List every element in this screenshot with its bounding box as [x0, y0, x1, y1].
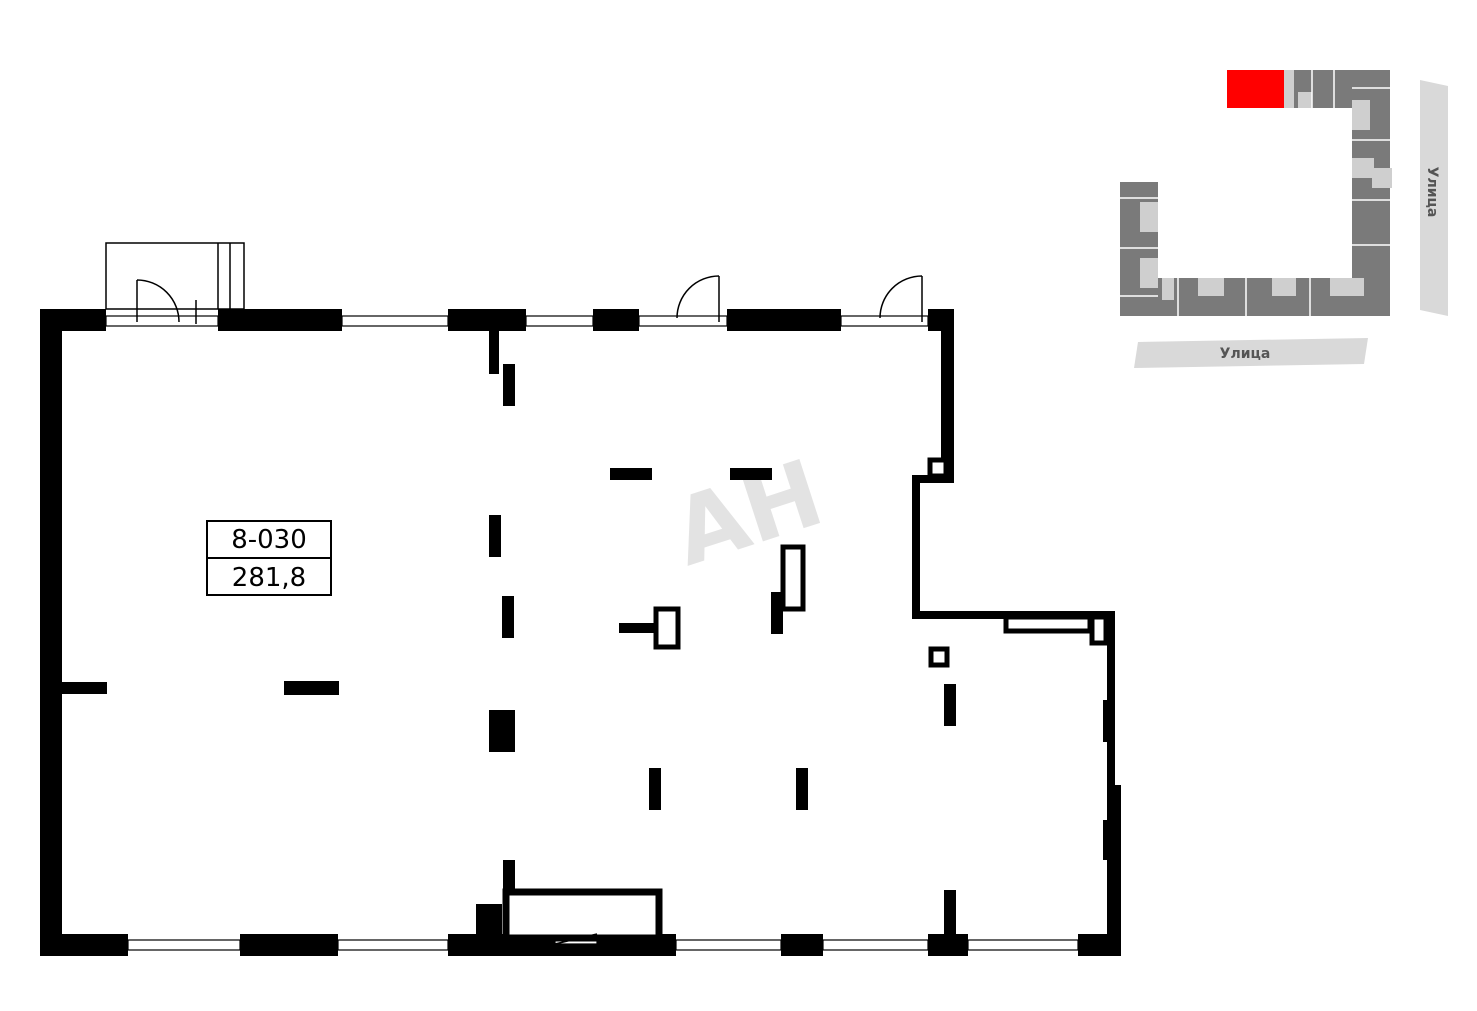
door-top-1 — [676, 275, 720, 322]
shafts — [653, 457, 1109, 668]
unit-area: 281,8 — [232, 563, 306, 593]
technical-room — [502, 888, 663, 945]
key-plan-highlighted-unit — [1227, 70, 1284, 108]
street-bottom — [1134, 338, 1368, 368]
street-right — [1420, 80, 1448, 316]
interior-walls — [62, 330, 956, 956]
watermark-logo: AH — [661, 439, 835, 587]
windows — [105, 315, 1079, 951]
unit-label: 8-030 281,8 — [206, 520, 332, 596]
street-bottom-label: Улица — [1220, 346, 1271, 362]
key-plan: Улица Улица — [1120, 70, 1448, 368]
street-right-label: Улица — [1424, 167, 1440, 218]
door-top-2 — [879, 275, 923, 322]
entrance-vestibule — [105, 242, 245, 324]
unit-number: 8-030 — [231, 525, 307, 555]
outer-walls — [40, 309, 1121, 956]
